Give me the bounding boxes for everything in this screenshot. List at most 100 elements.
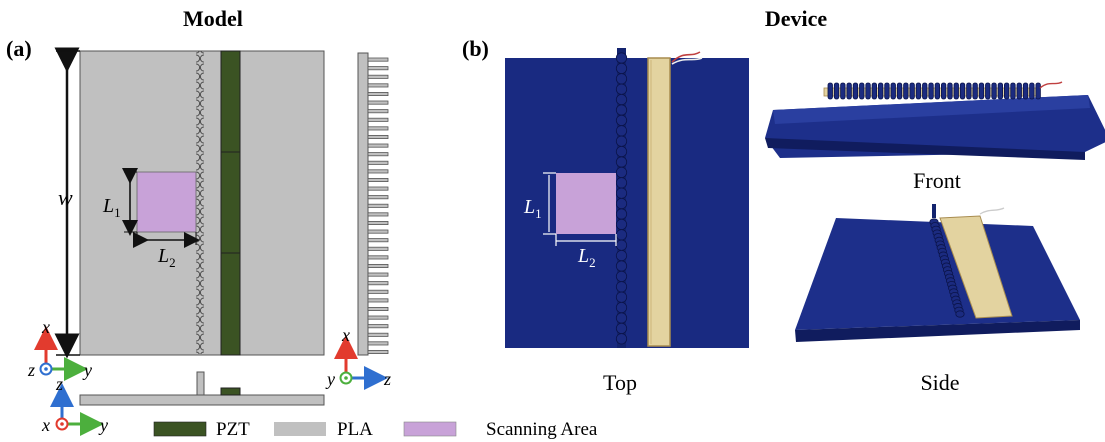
side-pin [367,177,389,182]
side-pin [367,306,389,311]
side-pin [367,57,389,62]
device-wood-strip [647,57,671,347]
front-bead [966,82,972,100]
side-pin [367,83,389,88]
device-bead [615,218,628,230]
side-pin [367,212,389,217]
device-bead [615,73,628,85]
header-model: Model [183,6,243,31]
side-pin [367,100,389,105]
device-bead [615,62,628,75]
side-bead [955,310,965,318]
device-bead [615,125,628,137]
device-bead [615,83,628,95]
device-scanning-area [556,173,616,234]
side-pin [367,126,389,131]
front-bead [865,82,871,100]
side-pin [367,341,389,346]
panel-label-a: (a) [6,36,32,61]
front-bead [909,82,915,100]
front-bead [871,82,877,100]
side-pin [367,134,389,139]
pzt-strip-3 [220,252,241,356]
header-device: Device [765,6,828,31]
side-pin [367,324,389,329]
svg-text:x: x [41,317,50,337]
side-pin [367,203,389,208]
panel-label-b: (b) [462,36,489,61]
side-pin [367,109,389,114]
device-bead [615,166,628,178]
device-bead [615,281,628,293]
device-bead [615,198,628,210]
device-bead [615,250,628,262]
side-pin [367,92,389,97]
axis-triad-side-view: x y z [325,325,391,390]
front-bead [833,82,840,100]
svg-text:z: z [383,369,391,389]
side-pin [367,143,389,148]
device-bead [615,260,628,272]
axis-triad-top-view: x y z [27,317,92,381]
model-front-view [79,371,325,406]
legend-label-scan: Scanning Area [486,419,598,440]
device-bead [615,104,628,116]
front-bead [991,82,997,100]
caption-front: Front [913,168,961,193]
svg-text:y: y [82,360,92,380]
front-bead [903,82,909,100]
device-bead [615,114,628,127]
front-bead [827,82,833,100]
side-pin [367,229,389,234]
front-bead [959,82,966,100]
side-pin [367,74,389,79]
side-pin [367,272,389,277]
side-pin [367,246,389,251]
front-bead [1029,82,1035,100]
scanning-area [136,171,197,233]
svg-text:z: z [55,374,63,394]
front-bead [972,82,978,100]
side-pin [367,255,389,260]
model-top-view: w L1 L2 [54,47,325,359]
device-bead [615,146,628,158]
device-bead [615,301,628,314]
device-bead [615,270,628,282]
caption-top: Top [603,370,637,395]
device-bead [615,229,628,241]
side-pin [367,186,389,191]
front-bead [890,82,896,100]
side-pin [367,117,389,122]
side-pin [367,152,389,157]
pzt-strip-1 [220,50,241,153]
device-bead [615,333,628,345]
side-pin [367,349,389,354]
device-bead [615,291,628,303]
legend-swatch-pzt [153,421,207,437]
device-side-photo [795,204,1080,342]
device-bead [615,52,628,64]
front-bead [1022,82,1029,100]
front-bead [1010,82,1016,100]
side-pin [367,263,389,268]
front-bead [846,82,852,100]
side-pin [367,298,389,303]
device-l1-label: L1 [523,196,542,221]
axis-triad-front-view: z y x [41,374,108,436]
w-dimension-label: w [58,185,73,210]
device-bead [615,156,628,168]
device-top-photo: L1 L2 [505,48,749,348]
legend-label-pzt: PZT [216,419,250,440]
front-bead [922,82,928,100]
front-bead [884,82,890,100]
front-bead [1016,82,1022,100]
l2-dimension-label: L2 [157,245,176,270]
device-front-photo [765,81,1105,160]
side-pin [367,66,389,71]
device-bead [615,187,628,199]
front-pzt [220,387,241,396]
front-bead [953,82,959,100]
svg-text:y: y [325,369,335,389]
front-bead [947,82,953,100]
front-bead [840,82,846,100]
